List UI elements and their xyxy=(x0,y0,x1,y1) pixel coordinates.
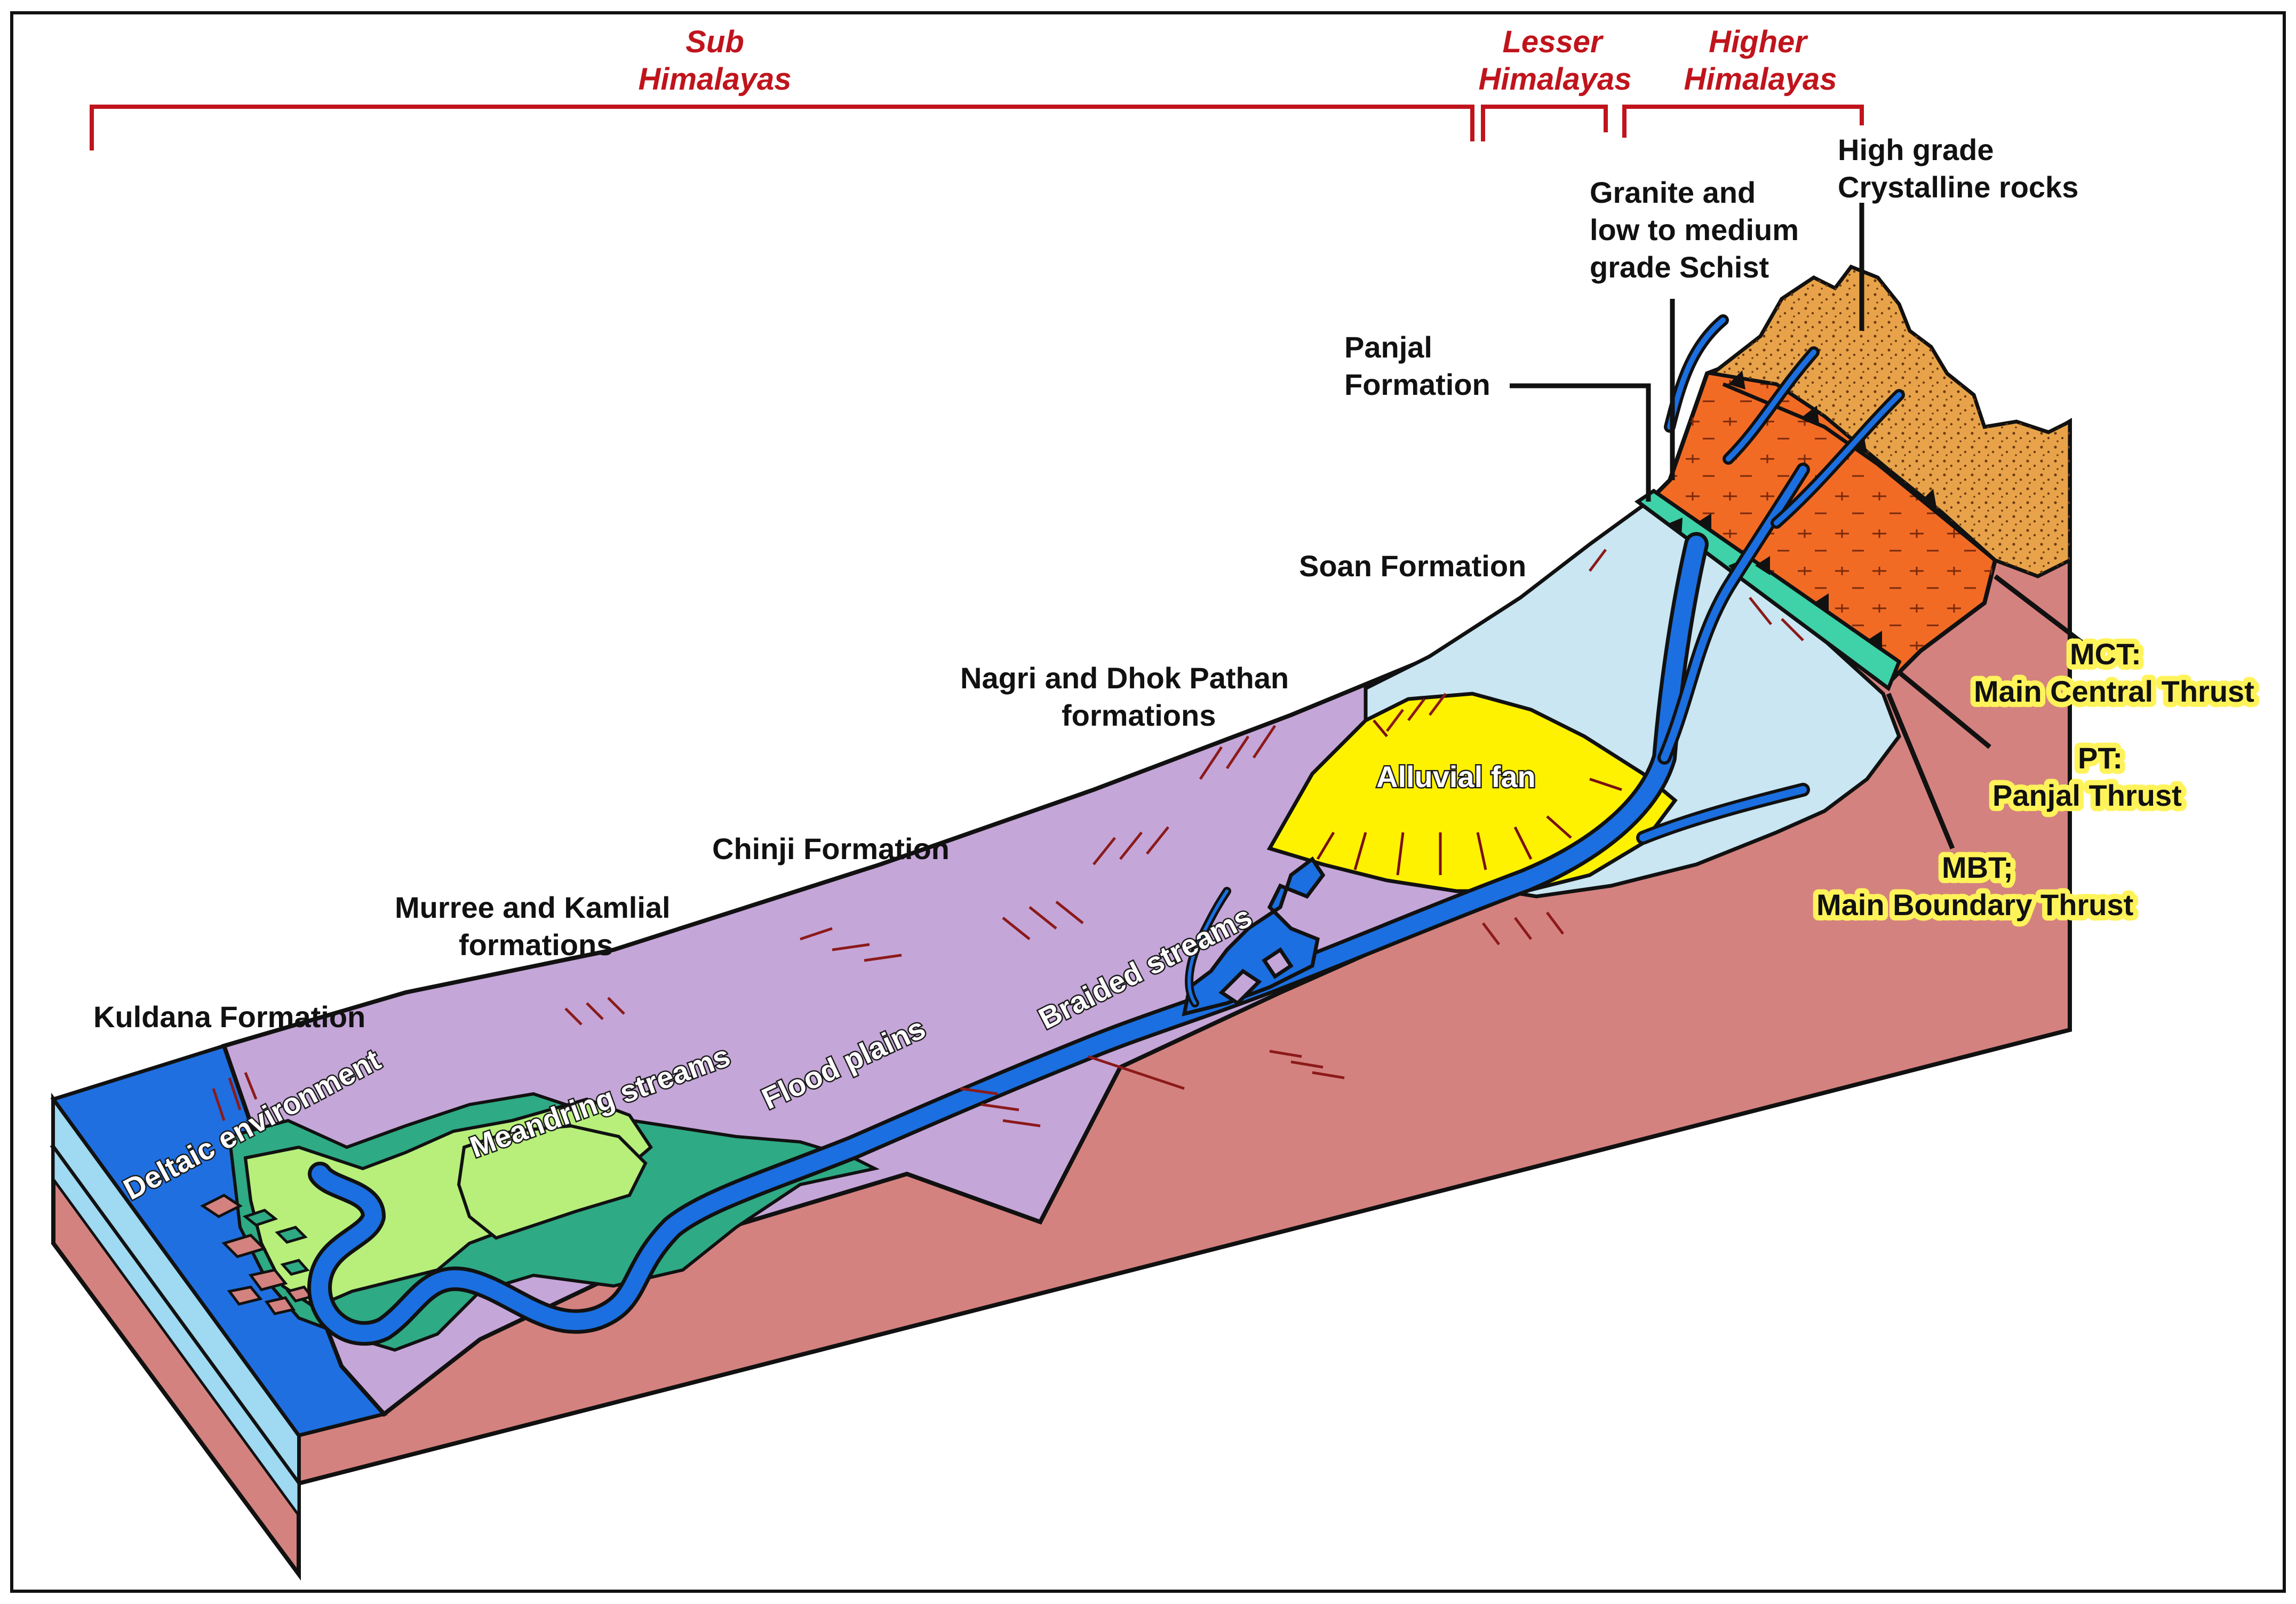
label-mct-name: Main Central Thrust xyxy=(1974,674,2254,708)
river-tributary-2 xyxy=(1639,786,1807,841)
higher-himalayas-title: Higher xyxy=(1709,25,1808,59)
label-murree-line2: formations xyxy=(459,928,613,962)
leader-mct xyxy=(1994,574,2109,664)
label-nagri-line2: formations xyxy=(1062,698,1216,732)
bracket-lesser-himalayas xyxy=(1481,105,1608,141)
region-brackets xyxy=(90,105,1864,150)
label-high-grade: High grade xyxy=(1838,133,1994,166)
leader-mbt xyxy=(1886,693,1955,849)
region-titles: Sub Himalayas Lesser Himalayas Higher Hi… xyxy=(639,25,1837,97)
label-granite-line2: low to medium xyxy=(1590,213,1799,247)
delta-lobes xyxy=(200,1194,314,1315)
crystalline-rocks-dots xyxy=(1712,267,2070,576)
label-panjal-line2: Formation xyxy=(1344,368,1490,401)
higher-himalayas-title-line2: Himalayas xyxy=(1684,62,1837,97)
label-mbt-name: Main Boundary Thrust xyxy=(1816,888,2133,922)
label-pt-name: Panjal Thrust xyxy=(1992,779,2182,812)
label-murree: Murree and Kamlial xyxy=(395,891,671,924)
thrust-teeth xyxy=(1670,370,1936,650)
label-pt-code: PT: xyxy=(2078,741,2123,775)
leader-lines xyxy=(1510,203,2109,849)
thrust-pt-trace xyxy=(1653,489,1900,663)
label-panjal: Panjal xyxy=(1344,330,1432,364)
formation-labels: High grade Crystalline rocks Granite and… xyxy=(93,133,2078,1034)
thrust-labels: MCT: Main Central Thrust PT: Panjal Thru… xyxy=(1811,632,2260,927)
braided-stream-cluster xyxy=(1182,856,1326,1017)
label-soan: Soan Formation xyxy=(1299,549,1526,583)
leader-panjal xyxy=(1510,383,1651,502)
river-tributary-1 xyxy=(1661,466,1807,761)
sub-himalayas-title-line2: Himalayas xyxy=(639,62,792,97)
bracket-higher-himalayas xyxy=(1622,105,1864,138)
river-system xyxy=(307,314,1905,1346)
label-chinji: Chinji Formation xyxy=(712,832,950,865)
terrain-hachures xyxy=(212,549,1804,1127)
lesser-himalayas-title: Lesser xyxy=(1502,25,1604,59)
label-high-grade-line2: Crystalline rocks xyxy=(1838,170,2078,204)
label-alluvial-fan: Alluvial fan xyxy=(1376,760,1536,793)
sub-himalayas-title: Sub xyxy=(685,25,744,59)
fan-hachures xyxy=(1316,719,1622,876)
label-mbt-code: MBT; xyxy=(1942,851,2013,884)
lesser-himalayas-title-line2: Himalayas xyxy=(1479,62,1632,97)
sea-side-band xyxy=(52,1143,300,1520)
bracket-sub-himalayas xyxy=(90,105,1474,150)
flood-plain-light-2 xyxy=(457,1124,648,1240)
label-nagri: Nagri and Dhok Pathan xyxy=(960,661,1289,695)
label-kuldana: Kuldana Formation xyxy=(93,1000,365,1034)
higher-himalaya-texture xyxy=(1648,347,1995,683)
label-granite-line3: grade Schist xyxy=(1590,250,1769,284)
label-mct-code: MCT: xyxy=(2070,637,2141,671)
leader-pt xyxy=(1898,670,1991,749)
river-main xyxy=(311,536,1705,1342)
label-granite: Granite and xyxy=(1590,176,1756,209)
